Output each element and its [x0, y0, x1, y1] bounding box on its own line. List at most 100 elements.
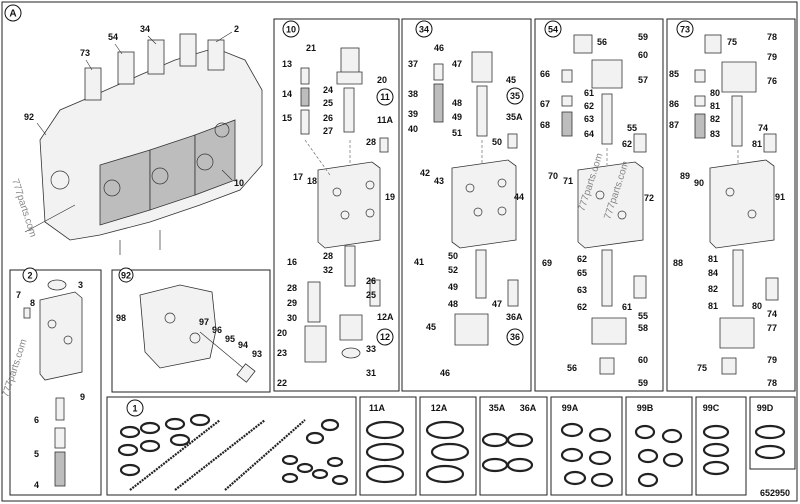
sec54-56b: 56	[567, 363, 577, 373]
panel-2-badge	[22, 267, 38, 283]
kit-1-panel	[106, 396, 357, 496]
sec10-25: 25	[323, 98, 333, 108]
panel-section-92	[111, 269, 271, 393]
sec54-60: 60	[638, 50, 648, 60]
sec10-19: 19	[385, 192, 395, 202]
sec73-77: 77	[767, 323, 777, 333]
sec34-35: 35	[510, 91, 520, 101]
sec34-50: 50	[492, 137, 502, 147]
assembly-callouts: 73 54 34 2 92 10	[24, 24, 244, 188]
sec92-95: 95	[225, 334, 235, 344]
sec73-81c: 81	[708, 254, 718, 264]
sec10-29: 29	[287, 298, 297, 308]
sec73-82: 82	[710, 114, 720, 124]
sec73-87: 87	[669, 120, 679, 130]
sec2-3: 3	[78, 280, 83, 290]
sec10-28c: 28	[287, 283, 297, 293]
panel-section-2	[9, 269, 102, 496]
panel-10-header: 10	[286, 25, 296, 35]
sec73-90: 90	[694, 178, 704, 188]
section-92-parts	[139, 284, 256, 383]
sec73-83: 83	[710, 129, 720, 139]
sec34-47b: 47	[492, 299, 502, 309]
section-2-callouts: 3 7 8 9 6 5 4	[16, 280, 85, 490]
panel-section-73	[666, 18, 796, 392]
section-54-callouts: 56 59 60 66 57 67 61 62 68 63 64 55 62 7…	[540, 32, 654, 388]
sec54-66: 66	[540, 69, 550, 79]
sec34-38: 38	[408, 89, 418, 99]
sec34-46b: 46	[440, 368, 450, 378]
sec34-43: 43	[434, 176, 444, 186]
kit-11A-panel: 11A	[359, 396, 417, 496]
kit-1-seals	[117, 413, 349, 491]
sec92-98: 98	[116, 313, 126, 323]
sec34-39: 39	[408, 109, 418, 119]
kit-35A-36A-panel: 35A 36A	[479, 396, 548, 496]
sec34-49b: 49	[448, 282, 458, 292]
sec10-22: 22	[277, 378, 287, 388]
panel-34-header: 34	[419, 25, 429, 35]
sec10-31: 31	[366, 368, 376, 378]
panel-2-header: 2	[27, 271, 32, 281]
section-73-parts	[694, 34, 779, 375]
sec92-96: 96	[212, 325, 222, 335]
sec34-52: 52	[448, 265, 458, 275]
sec92-94: 94	[238, 340, 248, 350]
sec73-81b: 81	[752, 139, 762, 149]
sec10-30: 30	[287, 313, 297, 323]
sec34-35A: 35A	[506, 112, 523, 122]
sec10-33: 33	[366, 344, 376, 354]
watermark-3: 777parts.com	[0, 338, 29, 399]
section-73-callouts: 75 78 79 85 76 86 80 81 87 82 83 74 81 8…	[669, 32, 785, 388]
panel-73-badge	[676, 20, 694, 38]
panel-section-10	[273, 18, 400, 392]
sec34-50b: 50	[448, 251, 458, 261]
panel-10-badge	[282, 20, 300, 38]
sec54-64: 64	[584, 129, 594, 139]
sec34-45b: 45	[426, 322, 436, 332]
sec34-49: 49	[452, 112, 462, 122]
sec73-81d: 81	[708, 301, 718, 311]
sec73-79: 79	[767, 52, 777, 62]
sec34-37: 37	[408, 59, 418, 69]
sec73-79b: 79	[767, 355, 777, 365]
sec73-80: 80	[710, 88, 720, 98]
sec10-21: 21	[306, 43, 316, 53]
sec73-74: 74	[758, 123, 768, 133]
sec10-17: 17	[293, 172, 303, 182]
sec10-25b: 25	[366, 290, 376, 300]
panel-section-34	[401, 18, 532, 392]
sec73-78: 78	[767, 32, 777, 42]
sec54-61b: 61	[622, 302, 632, 312]
kit-1-label: 1	[132, 404, 137, 414]
sec10-23: 23	[277, 348, 287, 358]
sec10-28b: 28	[323, 251, 333, 261]
sec73-82b: 82	[708, 284, 718, 294]
watermark-1: 777parts.com	[9, 178, 38, 239]
panel-34-badge	[415, 20, 433, 38]
sec54-69: 69	[542, 258, 552, 268]
sec54-72: 72	[644, 193, 654, 203]
callout-73: 73	[80, 48, 90, 58]
sec54-71: 71	[563, 176, 573, 186]
sec10-12: 12	[380, 332, 390, 342]
sec2-8: 8	[30, 298, 35, 308]
sec2-4: 4	[34, 480, 39, 490]
sec54-62c: 62	[577, 254, 587, 264]
sec10-12A: 12A	[377, 312, 394, 322]
kit-12A-panel: 12A	[419, 396, 477, 496]
kit-99A-panel: 99A	[550, 396, 623, 496]
section-92-callouts: 98 97 96 95 94 93	[116, 313, 262, 359]
sec34-46: 46	[434, 43, 444, 53]
sec2-6: 6	[34, 415, 39, 425]
sec54-62d: 62	[577, 302, 587, 312]
sec73-74b: 74	[767, 309, 777, 319]
kit-99D-panel: 99D	[749, 396, 796, 470]
callout-92: 92	[24, 112, 34, 122]
sec54-67: 67	[540, 99, 550, 109]
section-54-parts	[561, 34, 647, 375]
sec73-86: 86	[669, 99, 679, 109]
sec2-7: 7	[16, 290, 21, 300]
